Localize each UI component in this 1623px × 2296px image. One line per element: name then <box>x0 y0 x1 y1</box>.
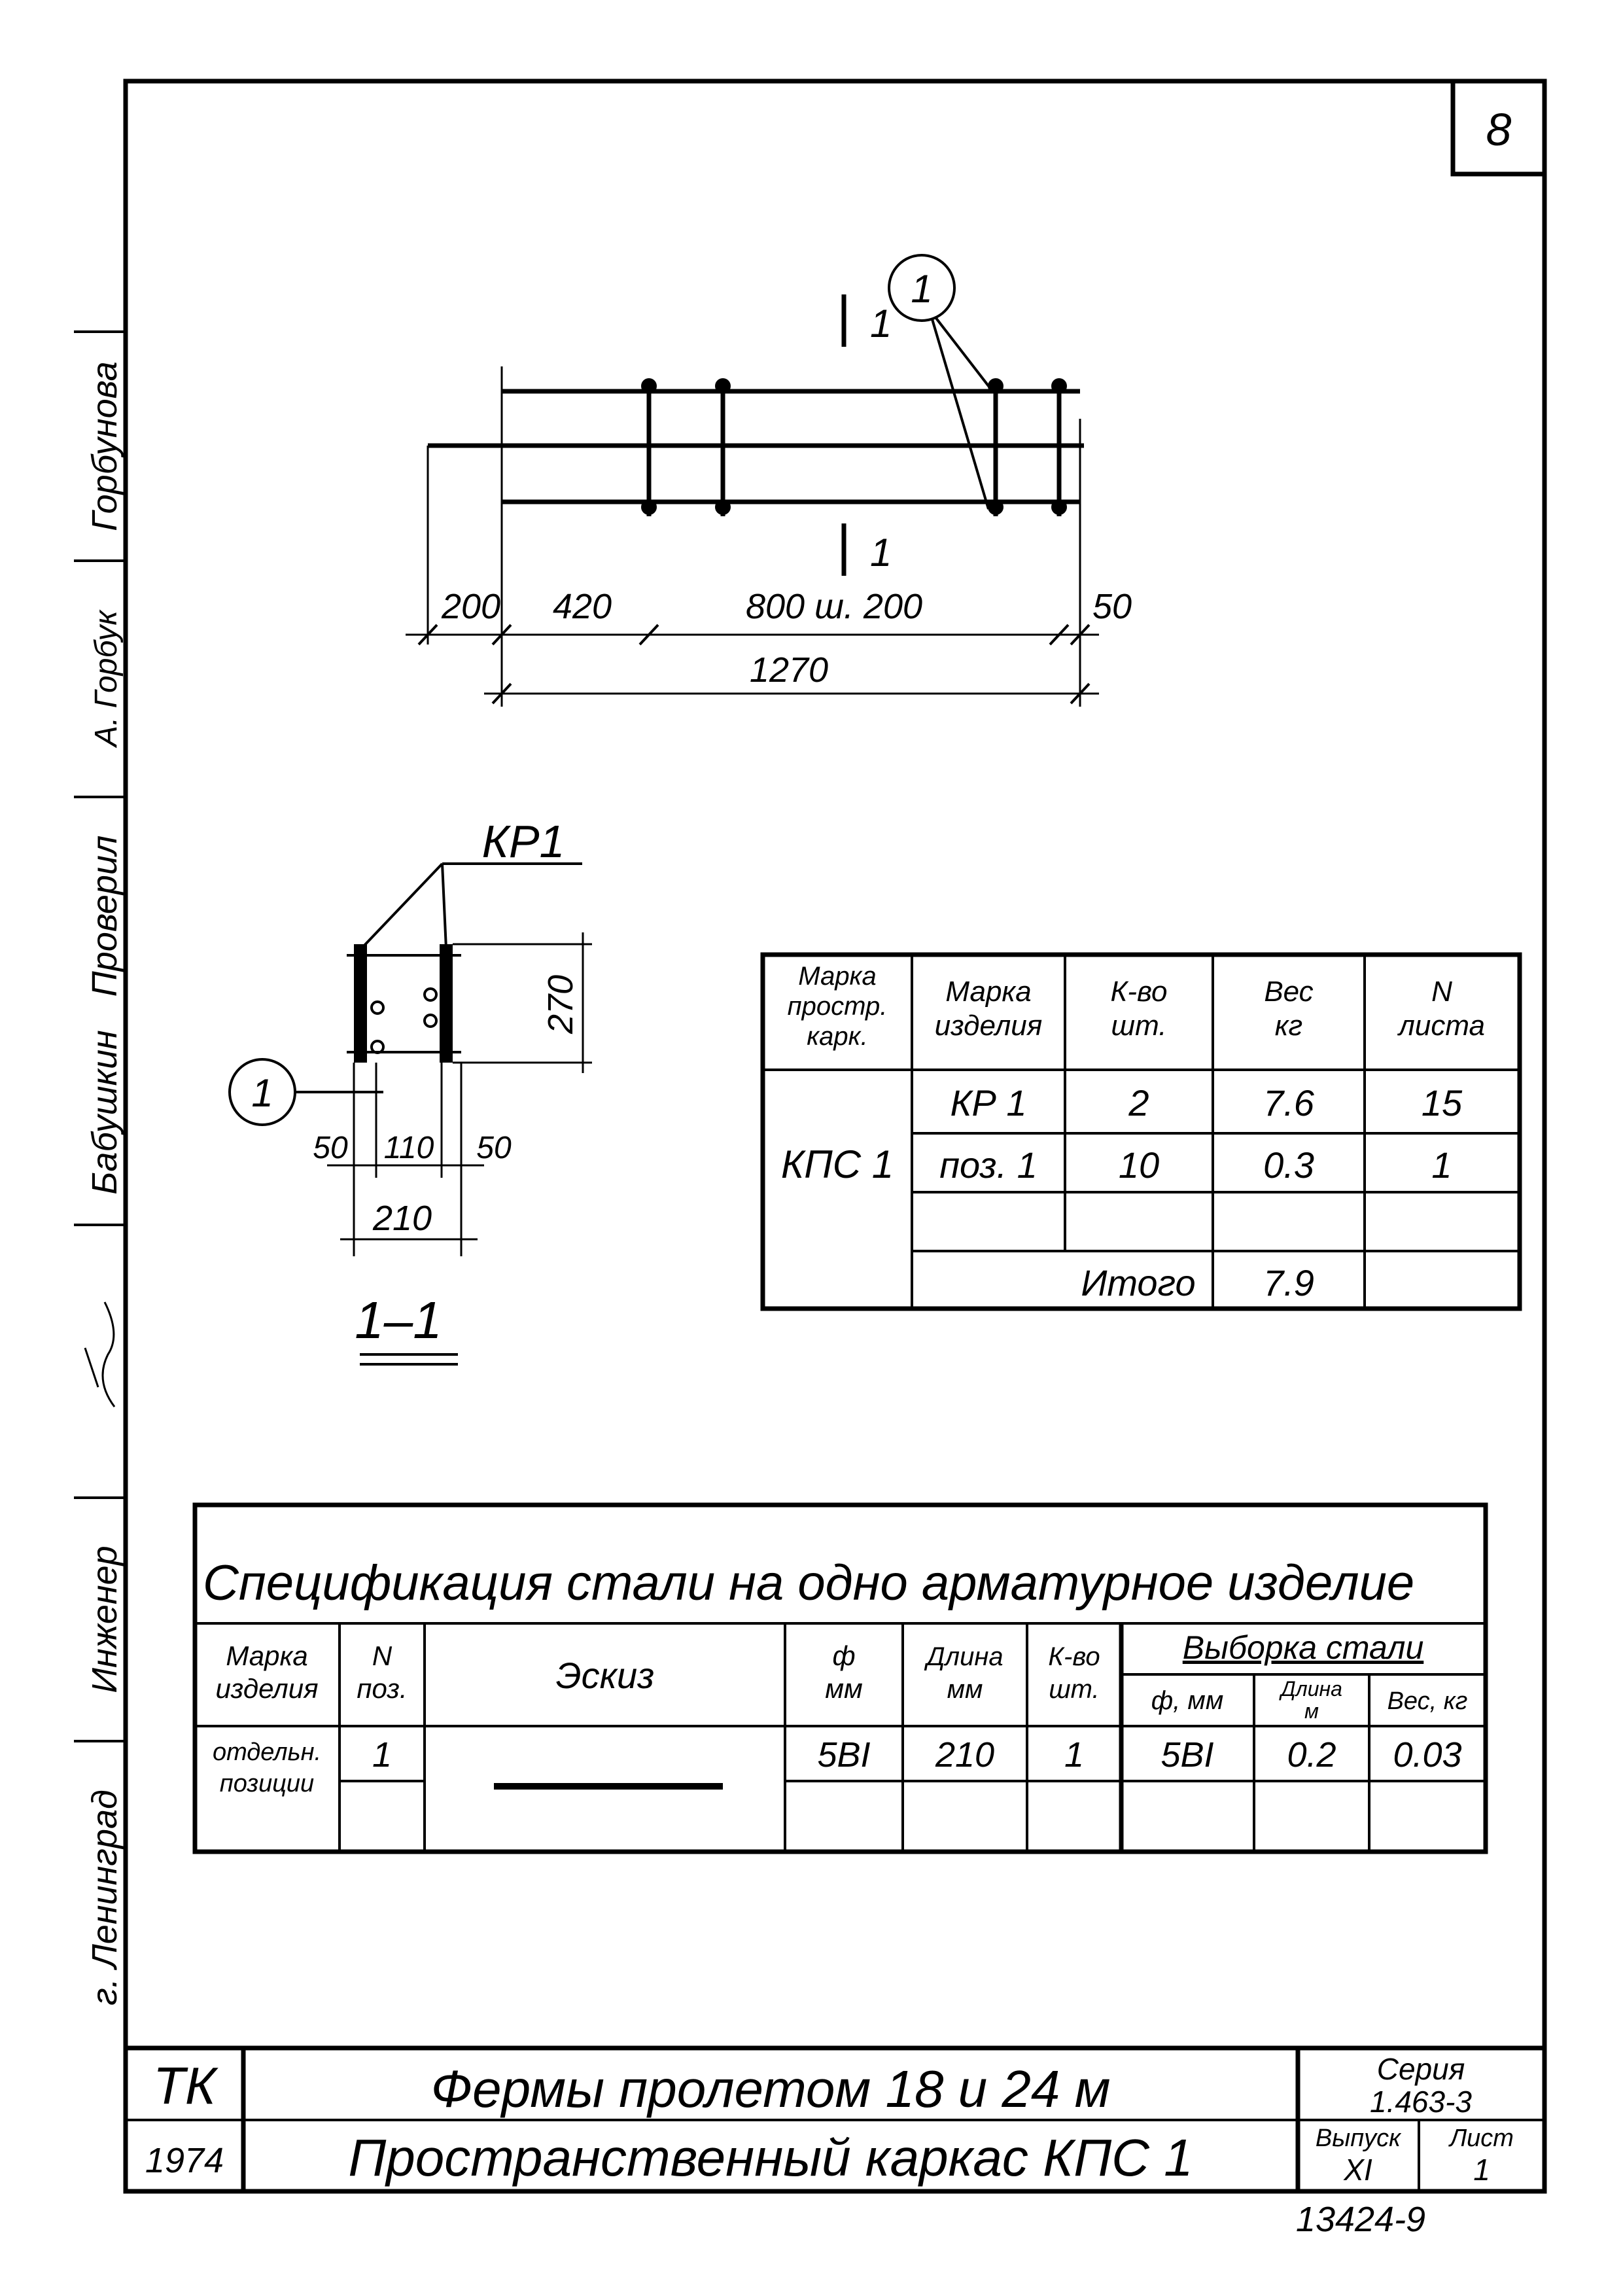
section-mark-bottom: 1 <box>870 531 892 574</box>
row-qty: 1 <box>1064 1735 1084 1775</box>
sheet-label: Лист <box>1448 2125 1514 2152</box>
sheet-frame <box>123 79 1547 2194</box>
dim-50: 50 <box>1092 587 1132 626</box>
header-sel-diameter: ф, мм <box>1151 1686 1224 1715</box>
sheet-number: 8 <box>1486 104 1512 155</box>
series-label: Серия <box>1377 2052 1465 2086</box>
section-mark-top: 1 <box>870 302 892 345</box>
section-width-dim: 210 <box>372 1199 432 1238</box>
section-title: 1–1 <box>355 1291 442 1349</box>
title-block: ТК 1974 Фермы пролетом 18 и 24 м Простра… <box>126 2045 1544 2191</box>
section-dim-110: 110 <box>384 1131 434 1165</box>
cell: 7.6 <box>1263 1082 1315 1123</box>
cell: 2 <box>1128 1082 1149 1123</box>
city-label: г. Ленинград <box>85 1790 124 2005</box>
cell: поз. 1 <box>939 1144 1038 1186</box>
section-height-dim: 270 <box>541 975 580 1034</box>
row-sel-length: 0.2 <box>1287 1735 1336 1775</box>
header-sel-weight: Вес, кг <box>1387 1687 1468 1715</box>
row-diameter: 5ВI <box>817 1735 870 1775</box>
side-strip: Горбунова А. Горбук Проверил Бабушкин Ин… <box>74 330 126 2005</box>
section-dim-50-right: 50 <box>476 1131 512 1165</box>
signature <box>84 1301 116 1407</box>
engineer-label: Инженер <box>85 1545 124 1693</box>
row-sel-weight: 0.03 <box>1393 1735 1461 1775</box>
issue-value: XI <box>1343 2153 1372 2187</box>
series-value: 1.463-3 <box>1370 2085 1472 2119</box>
cell: 0.3 <box>1263 1144 1314 1186</box>
year: 1974 <box>145 2141 224 2180</box>
sheet-number-box <box>1450 79 1547 177</box>
cell: 10 <box>1119 1144 1159 1186</box>
cell: 15 <box>1422 1082 1463 1123</box>
dim-200: 200 <box>441 587 500 626</box>
spec-table: Спецификация стали на одно арматурное из… <box>192 1502 1488 1854</box>
cell: КР 1 <box>950 1082 1026 1123</box>
spec-title: Спецификация стали на одно арматурное из… <box>203 1555 1414 1611</box>
section-view: 270 КР1 1 50 110 50 210 1–1 <box>228 816 592 1366</box>
header-sketch: Эскиз <box>556 1655 654 1696</box>
position-callout: 1 <box>911 267 932 311</box>
sheet-value: 1 <box>1473 2153 1490 2187</box>
issue-label: Выпуск <box>1316 2125 1402 2152</box>
section-callout: 1 <box>251 1071 273 1115</box>
row-mark: отдельн.позиции <box>213 1739 321 1797</box>
total-value: 7.9 <box>1263 1262 1314 1303</box>
archive-number: 13424-9 <box>1296 2200 1425 2239</box>
cell: 1 <box>1431 1144 1452 1186</box>
drawing-subtitle: Пространственный каркас КПС 1 <box>348 2128 1193 2187</box>
row-pos: 1 <box>372 1735 392 1775</box>
dim-420: 420 <box>553 587 612 626</box>
row-length: 210 <box>935 1735 994 1775</box>
drawn-by-signature: А. Горбук <box>89 609 124 749</box>
section-dim-50-left: 50 <box>313 1131 348 1165</box>
frame-mark: КПС 1 <box>781 1142 894 1186</box>
header-steel-selection: Выборка стали <box>1183 1629 1424 1666</box>
drawn-by-name: Горбунова <box>85 361 124 531</box>
checked-label: Проверил <box>85 836 124 997</box>
drawing-title: Фермы пролетом 18 и 24 м <box>431 2060 1111 2118</box>
org-code: ТК <box>153 2057 218 2115</box>
dim-total: 1270 <box>750 650 828 690</box>
plan-view: 200 420 800 ш. 200 50 1270 1 1 1 <box>406 254 1132 707</box>
section-mark-label: КР1 <box>482 816 565 867</box>
checked-name: Бабушкин <box>85 1030 124 1194</box>
total-label: Итого <box>1081 1262 1195 1303</box>
row-sel-diameter: 5ВI <box>1161 1735 1213 1775</box>
dim-800: 800 ш. 200 <box>746 587 922 626</box>
